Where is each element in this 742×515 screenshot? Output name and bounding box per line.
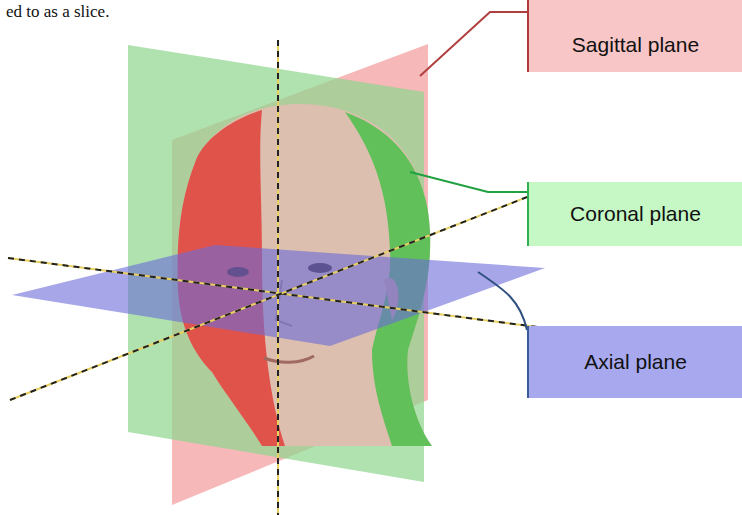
plane-name: Coronal plane <box>570 202 701 226</box>
plane-label-box: Sagittal plane <box>527 0 742 72</box>
mouth <box>264 356 314 362</box>
leader-line <box>478 272 527 330</box>
leader-line <box>410 172 527 192</box>
axes <box>8 40 545 515</box>
leader-line <box>420 12 527 76</box>
document-text-fragment: ed to as a slice. <box>6 2 109 22</box>
plane-name: Axial plane <box>584 350 687 374</box>
plane-label-box: Axial plane <box>527 326 742 398</box>
plane-name: Sagittal plane <box>572 33 699 57</box>
plane-label-box: Coronal plane <box>527 182 742 246</box>
